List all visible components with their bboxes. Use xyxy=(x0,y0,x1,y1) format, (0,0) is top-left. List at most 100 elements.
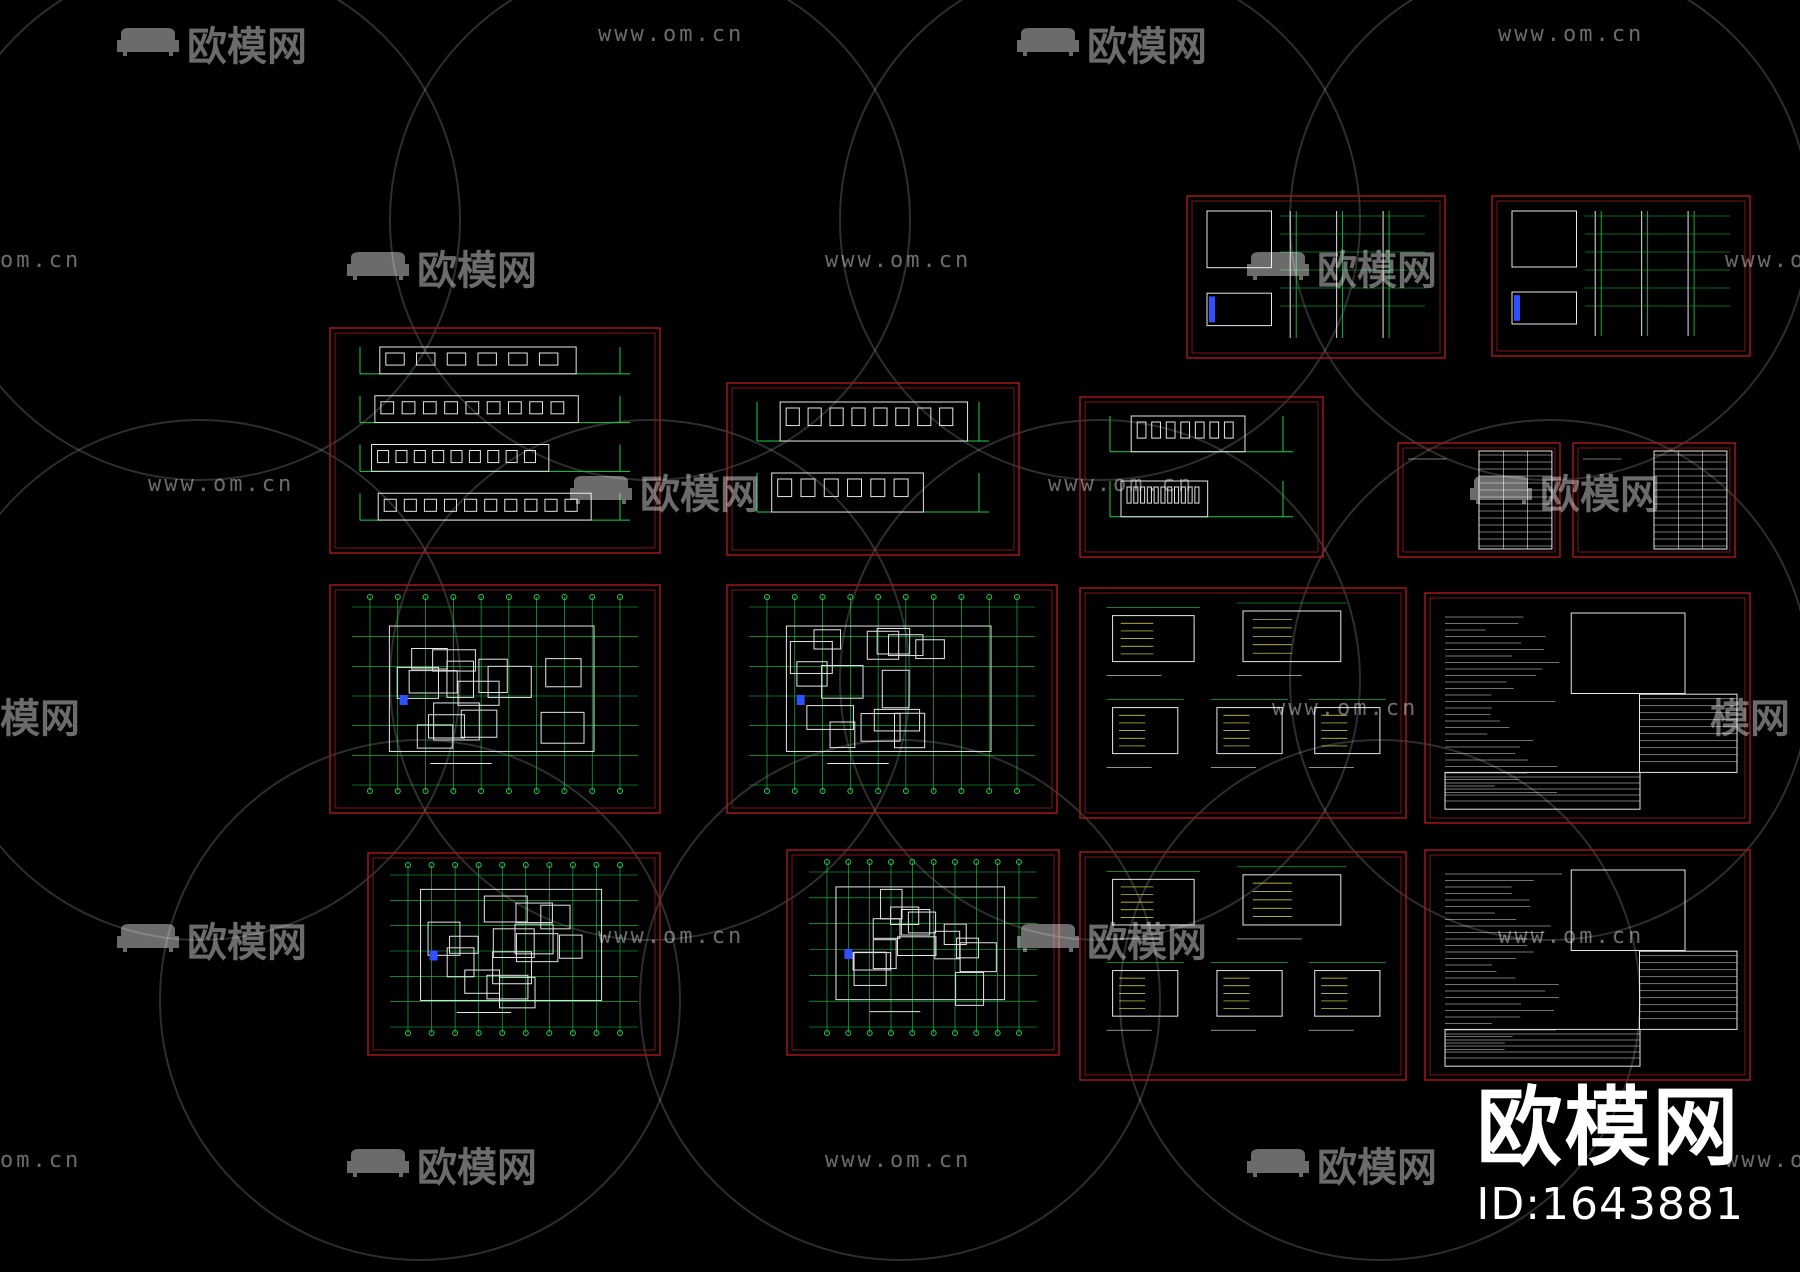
cad-box xyxy=(829,407,844,427)
cad-box xyxy=(1570,612,1686,694)
cad-box xyxy=(823,478,839,498)
cad-box xyxy=(821,665,864,699)
brand-id: ID:1643881 xyxy=(1476,1179,1744,1230)
cad-box xyxy=(1194,421,1205,439)
axis-bubble xyxy=(561,788,568,794)
cad-box xyxy=(1206,210,1272,269)
axis-bubble xyxy=(589,594,596,600)
axis-bubble xyxy=(452,1030,459,1036)
cad-box xyxy=(411,647,448,670)
cad-box xyxy=(1180,486,1186,504)
cad-box xyxy=(1223,421,1234,439)
axis-bubble xyxy=(952,1030,958,1036)
cad-box xyxy=(785,407,800,427)
axis-bubble xyxy=(875,594,882,600)
cad-box xyxy=(477,352,497,366)
sheet-inner-frame xyxy=(1496,200,1746,352)
axis-bubble xyxy=(617,594,623,600)
cad-box xyxy=(1136,421,1147,439)
cad-box xyxy=(852,952,892,971)
cad-box xyxy=(550,401,565,415)
axis-bubble xyxy=(847,594,854,600)
cad-box xyxy=(1206,292,1272,327)
cad-box xyxy=(881,669,910,709)
cad-box xyxy=(888,634,924,657)
sheet-frame xyxy=(1079,587,1407,819)
axis-bubble xyxy=(958,788,965,794)
cad-box xyxy=(890,906,920,925)
axis-bubble xyxy=(1014,594,1020,600)
cad-box xyxy=(540,904,571,930)
cad-box xyxy=(515,933,559,963)
axis-bubble xyxy=(824,859,830,865)
axis-bubble xyxy=(561,594,568,600)
cad-box xyxy=(464,498,478,512)
cad-box xyxy=(829,721,856,749)
axis-bubble xyxy=(405,862,411,868)
axis-bubble xyxy=(866,859,873,865)
cad-box xyxy=(450,450,463,464)
sheet-inner-frame xyxy=(1084,592,1402,814)
cad-box xyxy=(403,498,417,512)
axis-bubble xyxy=(791,594,798,600)
axis-bubble xyxy=(888,1030,894,1036)
sheet-frame xyxy=(726,584,1058,814)
blue-fixture xyxy=(1209,296,1215,323)
cad-box xyxy=(371,444,550,472)
axis-bubble xyxy=(569,1030,576,1036)
sheet-inner-frame xyxy=(791,854,1055,1051)
cad-box xyxy=(1216,707,1283,755)
cad-box xyxy=(564,498,578,512)
cad-box xyxy=(873,708,921,732)
cad-box xyxy=(401,401,416,415)
cad-box xyxy=(422,401,437,415)
cad-box xyxy=(1444,1028,1641,1067)
axis-bubble xyxy=(593,862,600,868)
sheet-frame xyxy=(1079,396,1324,558)
cad-box xyxy=(432,450,445,464)
axis-bubble xyxy=(546,1030,553,1036)
axis-bubble xyxy=(617,862,623,868)
cad-box xyxy=(956,937,980,959)
cad-box xyxy=(1140,486,1146,504)
cad-box xyxy=(1112,707,1179,755)
sheet-frame xyxy=(1397,442,1561,558)
axis-bubble xyxy=(546,862,553,868)
cad-box xyxy=(545,658,582,688)
axis-bubble xyxy=(522,862,529,868)
cad-box xyxy=(1216,970,1283,1017)
sheet-frame xyxy=(726,382,1020,556)
axis-bubble xyxy=(499,862,506,868)
sheet-inner-frame xyxy=(372,857,656,1051)
cad-box xyxy=(870,478,886,498)
axis-bubble xyxy=(930,1030,937,1036)
cad-box xyxy=(538,352,559,366)
cad-box xyxy=(959,942,997,973)
cad-box xyxy=(427,921,461,956)
brand-name: 欧模网 xyxy=(1476,1078,1741,1178)
axis-bubble xyxy=(994,859,1001,865)
cad-box xyxy=(508,352,528,366)
cad-box xyxy=(486,974,529,1000)
cad-box xyxy=(1653,450,1728,550)
cad-box xyxy=(1160,486,1166,504)
blue-fixture xyxy=(1514,295,1520,321)
cad-box xyxy=(523,450,536,464)
watermark-arc xyxy=(389,0,911,481)
cad-box xyxy=(1174,486,1180,504)
cad-box xyxy=(873,407,888,427)
cad-box xyxy=(860,713,901,742)
sheet-frame xyxy=(329,584,661,814)
axis-bubble xyxy=(1014,788,1020,794)
cad-box xyxy=(895,407,910,427)
cad-box xyxy=(433,702,480,741)
blue-fixture xyxy=(844,948,853,959)
cad-box xyxy=(486,401,501,415)
watermark-arc xyxy=(839,0,1361,481)
watermark-arc xyxy=(1289,419,1800,941)
axis-bubble xyxy=(791,788,798,794)
axis-bubble xyxy=(450,788,457,794)
axis-bubble xyxy=(930,859,937,865)
watermark-arc xyxy=(389,419,911,941)
